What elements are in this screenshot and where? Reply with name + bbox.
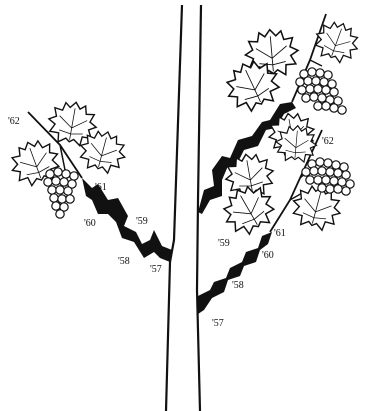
right-label-62: '62 bbox=[322, 136, 334, 147]
left-grape-cluster bbox=[44, 168, 78, 218]
left-label-62: '62 bbox=[8, 116, 20, 127]
left-label-61: '61 bbox=[95, 182, 107, 193]
left-label-57: '57 bbox=[150, 264, 162, 275]
right-label-57: '57 bbox=[212, 318, 224, 329]
left-label-58: '58 bbox=[118, 256, 130, 267]
trunk bbox=[166, 5, 201, 411]
right-label-61: '61 bbox=[274, 228, 286, 239]
right-label-58: '58 bbox=[232, 280, 244, 291]
right-label-59: '59 bbox=[218, 238, 230, 249]
right-upper-grape-cluster bbox=[296, 68, 346, 114]
left-year-labels: '62 '61 '60 '59 '58 '57 bbox=[8, 116, 162, 275]
left-label-59: '59 bbox=[136, 216, 148, 227]
right-label-60: '60 bbox=[262, 250, 274, 261]
left-label-60: '60 bbox=[84, 218, 96, 229]
